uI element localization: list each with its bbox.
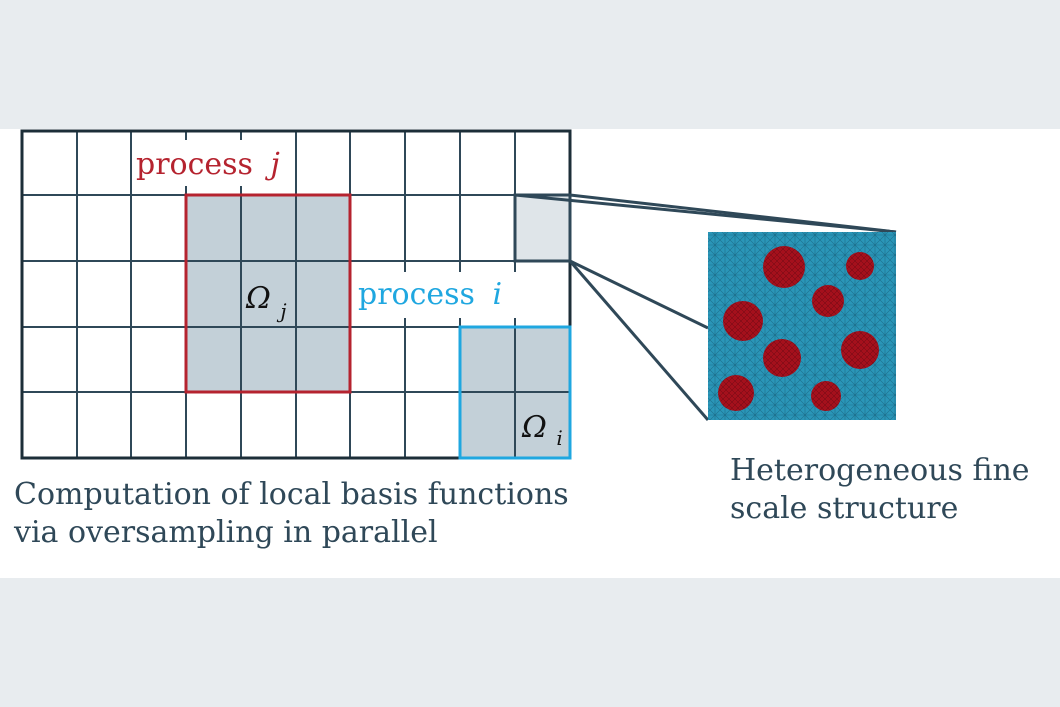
omega-j-label: Ω j (245, 281, 287, 323)
omega-j-subscript: j (276, 299, 286, 323)
inclusion (763, 339, 801, 377)
process-i-label: process i (356, 272, 516, 318)
process-j-label-bg (134, 140, 294, 186)
inclusion (718, 375, 754, 411)
coarse-grid-border (20, 129, 572, 460)
right-caption-line-1: Heterogeneous fine (730, 453, 1030, 488)
omega-j-symbol: Ω (245, 281, 271, 316)
left-caption-line-2: via oversampling in parallel (14, 515, 438, 550)
left-caption: Computation of local basis functions via… (14, 476, 569, 552)
process-i-label-bg (356, 272, 516, 318)
inclusion (811, 381, 841, 411)
inclusion (723, 301, 763, 341)
inclusion (846, 252, 874, 280)
right-caption-line-2: scale structure (730, 491, 959, 526)
right-caption: Heterogeneous fine scale structure (730, 452, 1030, 528)
zoomed-cell-box (513, 193, 572, 263)
left-caption-line-1: Computation of local basis functions (14, 477, 569, 512)
process-i-text: process (358, 277, 475, 312)
zoom-lines (514, 193, 897, 421)
process-j-box (184, 193, 352, 394)
process-i-var: i (493, 277, 503, 312)
process-i-box (458, 325, 572, 460)
omega-i-subscript: i (556, 426, 562, 450)
inclusion (841, 331, 879, 369)
fine-scale-structure (708, 232, 896, 420)
process-j-text: process (136, 147, 253, 182)
zoomed-cell-shade (515, 195, 570, 261)
svg-text:process j: process j (136, 147, 280, 182)
inclusion (763, 246, 805, 288)
process-j-shade (186, 195, 350, 392)
inclusion (812, 285, 844, 317)
svg-text:process i: process i (358, 277, 502, 312)
process-j-label: process j (134, 140, 294, 186)
omega-i-symbol: Ω (521, 410, 547, 445)
omega-i-label: Ω i (521, 410, 563, 450)
